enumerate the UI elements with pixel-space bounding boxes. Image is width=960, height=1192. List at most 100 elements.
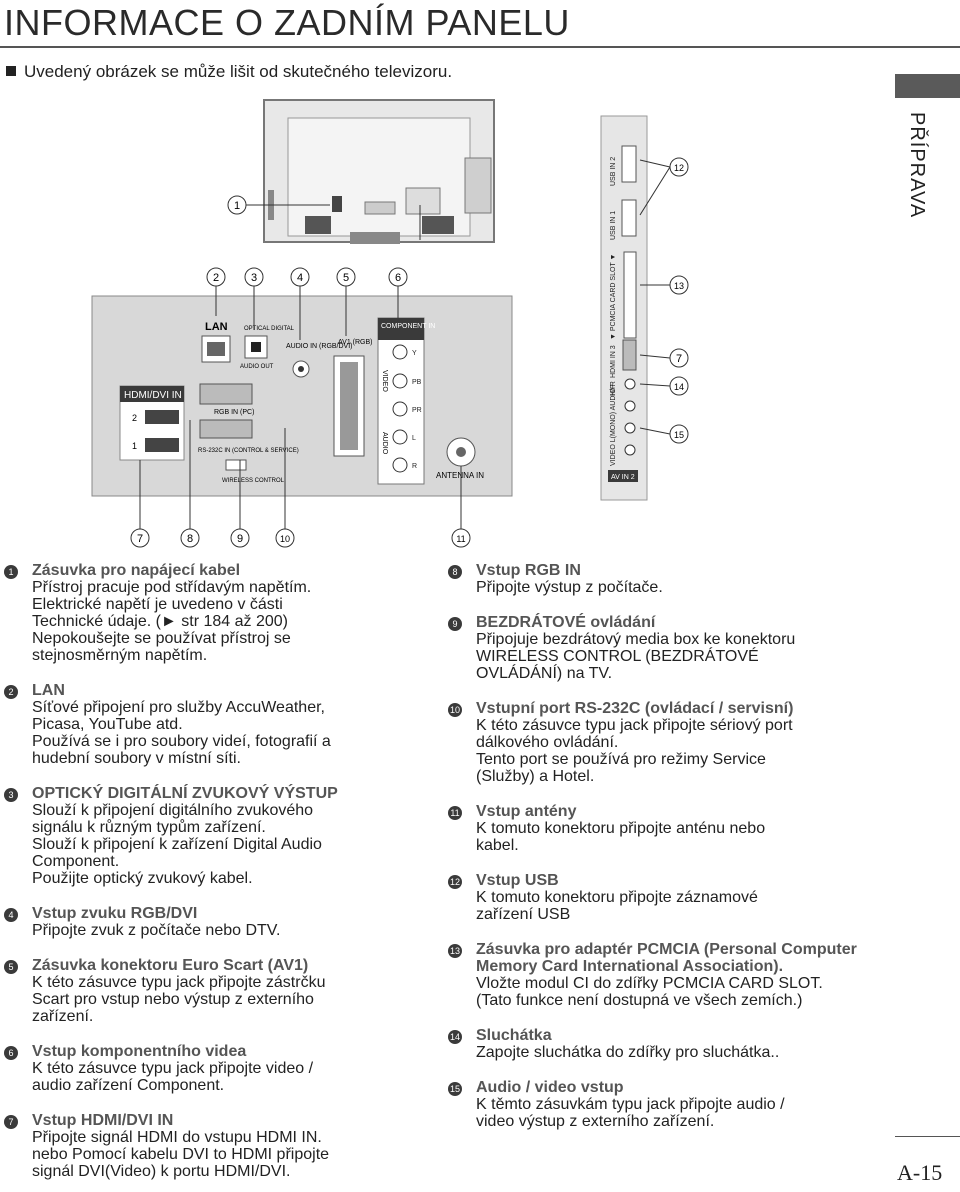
item-line: signálu k různým typům zařízení. bbox=[32, 819, 266, 836]
connector-panel: HDMI/DVI IN 2 1 LAN OPTICAL DIGITAL AUDI… bbox=[91, 295, 513, 497]
callout-number-badge: 6 bbox=[4, 1046, 18, 1060]
hdmi-2-label: 2 bbox=[132, 413, 137, 423]
item-line: K této zásuvce typu jack připojte video … bbox=[32, 1060, 314, 1077]
item-heading: BEZDRÁTOVÉ ovládání bbox=[476, 614, 656, 631]
item-line: signál DVI(Video) k portu HDMI/DVI. bbox=[32, 1163, 291, 1180]
item-line: dálkového ovládání. bbox=[476, 734, 619, 751]
item-line: Technické údaje. (► str 184 až 200) bbox=[32, 613, 288, 630]
callout-9: 9 bbox=[237, 533, 243, 545]
rs232-label: RS-232C IN (CONTROL & SERVICE) bbox=[198, 448, 299, 454]
item-line: Component. bbox=[32, 853, 120, 870]
rear-panel-diagram: HDMI/DVI IN 2 1 LAN OPTICAL DIGITAL AUDI… bbox=[91, 99, 689, 548]
item-line: K tomuto konektoru připojte záznamové bbox=[476, 889, 758, 906]
audio-label: AUDIO bbox=[381, 432, 388, 455]
item-line: hudební soubory v místní síti. bbox=[32, 750, 241, 767]
av1-label: AV1 (RGB) bbox=[338, 339, 373, 346]
audio-in-label: AUDIO IN (RGB/DVI) bbox=[286, 343, 353, 350]
component-in-label: COMPONENT IN bbox=[381, 323, 435, 330]
usb-in-2-label: USB IN 2 bbox=[610, 157, 617, 186]
callout-number-badge: 2 bbox=[4, 685, 18, 699]
item-heading: Zásuvka pro napájecí kabel bbox=[32, 562, 241, 579]
item-line: WIRELESS CONTROL (BEZDRÁTOVÉ bbox=[476, 648, 759, 665]
item-line: Použijte optický zvukový kabel. bbox=[32, 870, 253, 887]
callout-number-badge: 5 bbox=[4, 960, 18, 974]
callout-markers: 1 2 3 4 5 6 7 8 9 10 11 12 13 7 14 15 bbox=[130, 157, 689, 548]
item-line: Používá se i pro soubory videí, fotograf… bbox=[32, 733, 331, 750]
item-line: audio zařízení Component. bbox=[32, 1077, 225, 1094]
item-line: Nepokoušejte se používat přístroj se bbox=[32, 630, 291, 647]
callout-number-badge: 14 bbox=[448, 1030, 462, 1044]
item-heading: Vstup HDMI/DVI IN bbox=[32, 1112, 174, 1129]
callout-number-badge: 8 bbox=[448, 565, 462, 579]
y-label: Y bbox=[412, 350, 417, 357]
item-line: video výstup z externího zařízení. bbox=[476, 1113, 715, 1130]
item-line: zařízení USB bbox=[476, 906, 571, 923]
callout-number-badge: 1 bbox=[4, 565, 18, 579]
hp-label: H/P bbox=[610, 384, 617, 396]
page-number-divider bbox=[895, 1136, 960, 1137]
disclaimer-text: Uvedený obrázek se může lišit od skutečn… bbox=[24, 62, 453, 81]
callout-7: 7 bbox=[137, 533, 143, 545]
item-heading: Vstup RGB IN bbox=[476, 562, 581, 579]
item-line: Vložte modul CI do zdířky PCMCIA CARD SL… bbox=[476, 975, 823, 992]
item-line: (Tato funkce není dostupná ve všech zemí… bbox=[476, 992, 803, 1009]
description-item: 13 Zásuvka pro adaptér PCMCIA (Personal C… bbox=[448, 941, 888, 1009]
callout-14: 14 bbox=[674, 382, 684, 392]
av-in-2-sub-label: VIDEO L(MONO) AUDIO R bbox=[610, 381, 617, 466]
item-heading: Zásuvka konektoru Euro Scart (AV1) bbox=[32, 957, 309, 974]
item-heading: Vstup komponentního videa bbox=[32, 1043, 247, 1060]
item-heading: Zásuvka pro adaptér PCMCIA (Personal Com… bbox=[476, 941, 857, 975]
item-line: nebo Pomocí kabelu DVI to HDMI připojte bbox=[32, 1146, 330, 1163]
section-tab-bar bbox=[895, 74, 960, 98]
item-line: kabel. bbox=[476, 837, 519, 854]
item-heading: Audio / video vstup bbox=[476, 1079, 624, 1096]
item-line: K této zásuvce typu jack připojte sériov… bbox=[476, 717, 793, 734]
pb-label: PB bbox=[412, 379, 422, 386]
video-label: VIDEO bbox=[381, 370, 388, 392]
item-line: K tomuto konektoru připojte anténu nebo bbox=[476, 820, 766, 837]
bullet-square-icon bbox=[6, 66, 16, 76]
item-line: Připojte zvuk z počítače nebo DTV. bbox=[32, 922, 281, 939]
leader-lines bbox=[139, 159, 671, 530]
callout-number-badge: 4 bbox=[4, 908, 18, 922]
item-line: (Služby) a Hotel. bbox=[476, 768, 595, 785]
l-label: L bbox=[412, 435, 416, 442]
item-line: Slouží k připojení digitálního zvukového bbox=[32, 802, 314, 819]
item-line: Slouží k připojení k zařízení Digital Au… bbox=[32, 836, 322, 853]
hdmi-1-label: 1 bbox=[132, 441, 137, 451]
callout-7-side: 7 bbox=[676, 353, 682, 365]
callout-11: 11 bbox=[456, 534, 465, 544]
callout-12: 12 bbox=[674, 163, 684, 173]
callout-2: 2 bbox=[213, 272, 219, 284]
callout-1: 1 bbox=[234, 200, 240, 212]
section-label: PŘÍPRAVA bbox=[906, 112, 928, 219]
lan-label: LAN bbox=[205, 321, 228, 333]
item-heading: Vstup zvuku RGB/DVI bbox=[32, 905, 198, 922]
item-line: zařízení. bbox=[32, 1008, 94, 1025]
item-line: OVLÁDÁNÍ) na TV. bbox=[476, 665, 613, 682]
callout-number-badge: 10 bbox=[448, 703, 462, 717]
side-connector-strip bbox=[600, 115, 648, 501]
callout-number-badge: 12 bbox=[448, 875, 462, 889]
tv-back-illustration bbox=[263, 99, 495, 244]
item-line: Scart pro vstup nebo výstup z externího bbox=[32, 991, 314, 1008]
callout-number-badge: 13 bbox=[448, 944, 462, 958]
title-divider bbox=[0, 46, 960, 48]
page-number: A-15 bbox=[897, 1160, 943, 1185]
r-label: R bbox=[412, 463, 417, 470]
item-heading: OPTICKÝ DIGITÁLNÍ ZVUKOVÝ VÝSTUP bbox=[32, 785, 338, 802]
callout-4: 4 bbox=[297, 272, 303, 284]
optical-label: OPTICAL DIGITAL bbox=[244, 326, 295, 332]
item-line: stejnosměrným napětím. bbox=[32, 647, 208, 664]
callout-13: 13 bbox=[674, 281, 684, 291]
